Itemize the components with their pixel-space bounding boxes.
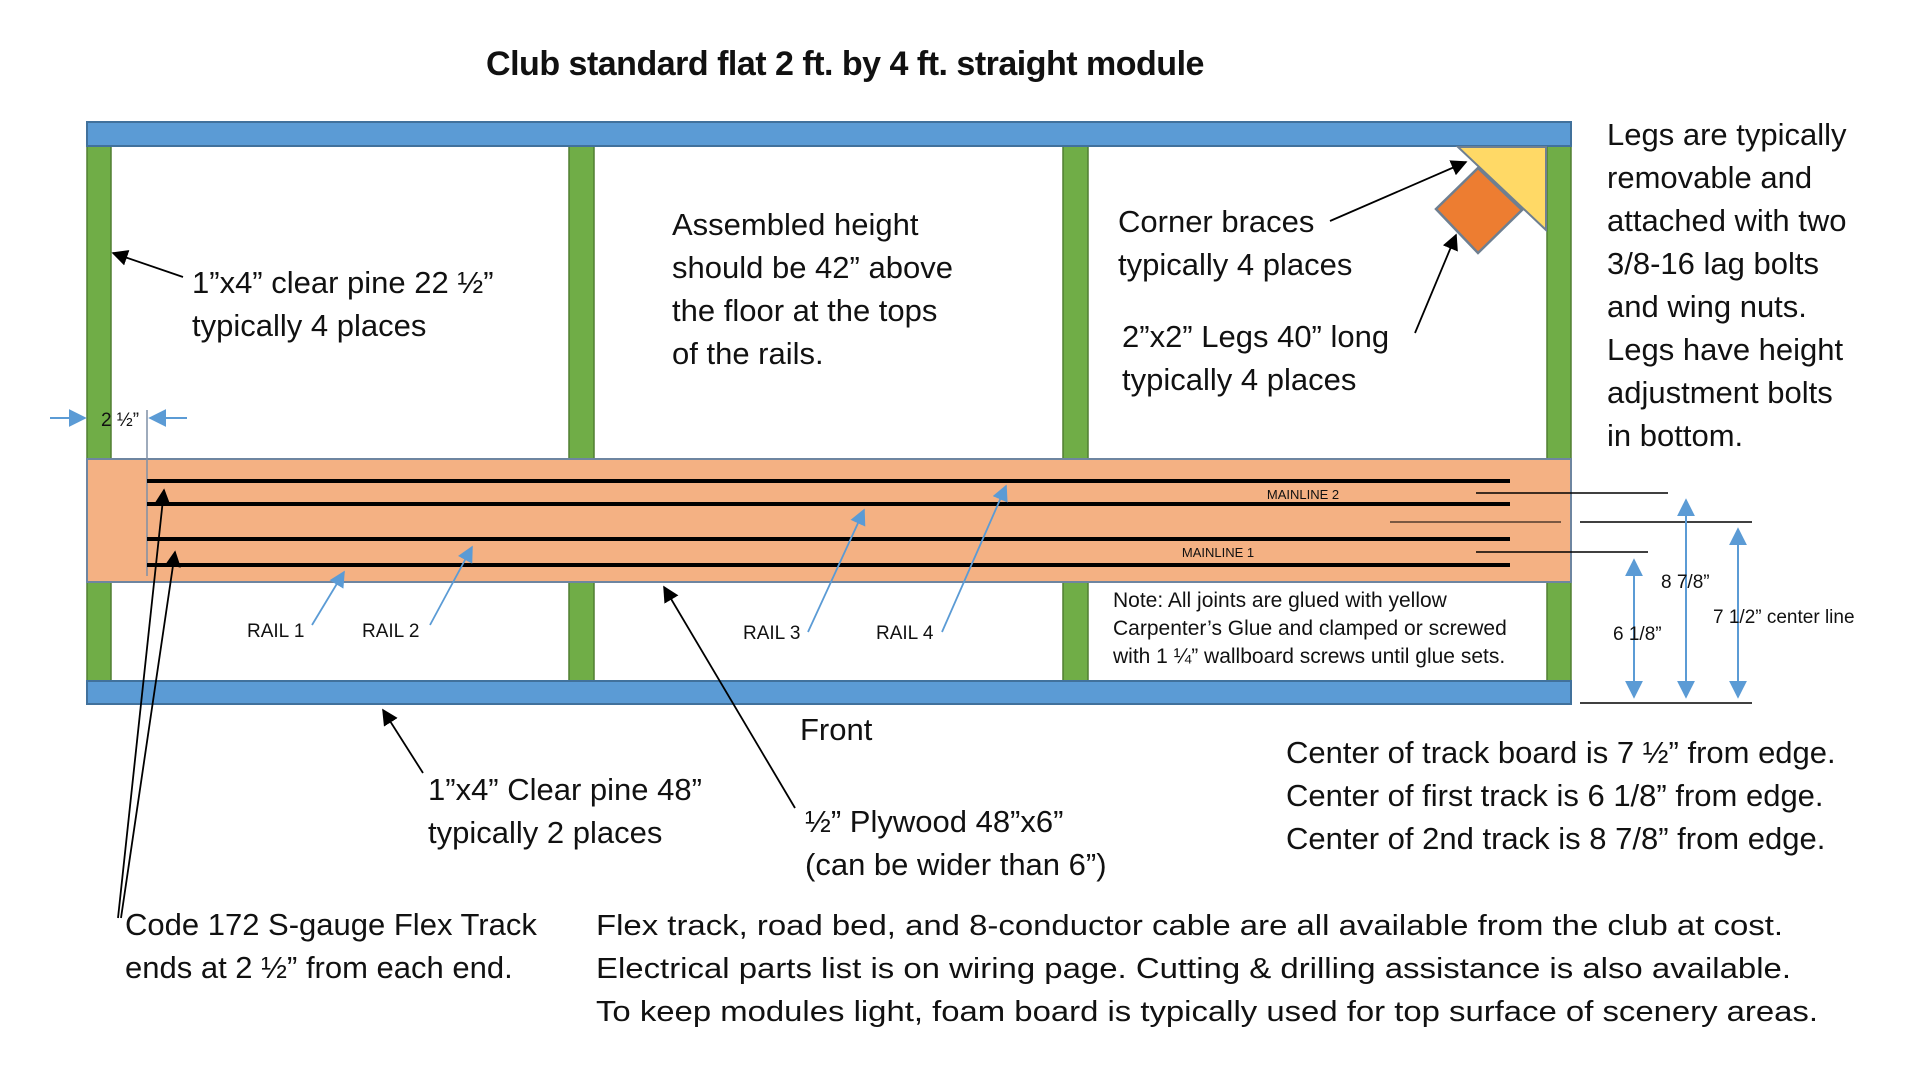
footer-line-3: To keep modules light, foam board is typ… — [596, 996, 1818, 1028]
corner-braces-line-2: typically 4 places — [1118, 247, 1352, 282]
end-rail-label: 1”x4” clear pine 22 ½” typically 4 place… — [192, 265, 502, 343]
mainline-1-label: MAINLINE 1 — [1182, 545, 1254, 560]
flex-track-pointer-1 — [117, 488, 171, 919]
side-rail-label: 1”x4” Clear pine 48” typically 2 places — [428, 772, 711, 850]
glue-note-line-1: Note: All joints are glued with yellow — [1113, 589, 1448, 612]
legs-line-2: typically 4 places — [1122, 362, 1356, 397]
back-beam — [86, 121, 1572, 147]
centers-line-1: Center of track board is 7 ½” from edge. — [1286, 735, 1836, 770]
footer-notes: Flex track, road bed, and 8-conductor ca… — [596, 910, 1818, 1028]
end-rail-label-line-2: typically 4 places — [192, 308, 426, 343]
legs-note-line-5: and wing nuts. — [1607, 289, 1807, 324]
legs-note-line-2: removable and — [1607, 160, 1812, 195]
assembled-height-line-2: should be 42” above — [672, 250, 953, 285]
rail-1-label: RAIL 1 — [247, 621, 304, 642]
corner-braces-line-1: Corner braces — [1118, 204, 1314, 239]
cross-post-2 — [568, 145, 595, 683]
legs-note-line-6: Legs have height — [1607, 332, 1844, 367]
footer-line-2: Electrical parts list is on wiring page.… — [596, 953, 1791, 985]
flex-track-label: Code 172 S-gauge Flex Track ends at 2 ½”… — [125, 907, 545, 985]
end-post-left — [86, 145, 112, 683]
legs-note: Legs are typically removable and attache… — [1607, 117, 1855, 453]
legs-note-line-1: Legs are typically — [1607, 117, 1847, 152]
rail-3-pointer — [807, 508, 866, 633]
plywood-label: ½” Plywood 48”x6” (can be wider than 6”) — [805, 804, 1107, 882]
glue-note-line-2: Carpenter’s Glue and clamped or screwed — [1113, 617, 1507, 640]
glue-note: Note: All joints are glued with yellow C… — [1112, 589, 1513, 668]
legs-line-1: 2”x2” Legs 40” long — [1122, 319, 1389, 354]
assembled-height-line-3: the floor at the tops — [672, 293, 937, 328]
corner-braces-label: Corner braces typically 4 places — [1118, 204, 1352, 282]
rail-4-label: RAIL 4 — [876, 623, 934, 644]
track-end-offset-label: 2 ½” — [101, 410, 139, 431]
end-rail-label-line-1: 1”x4” clear pine 22 ½” — [192, 265, 494, 300]
front-label: Front — [800, 712, 873, 747]
legs-note-line-7: adjustment bolts — [1607, 375, 1833, 410]
side-rail-line-2: typically 2 places — [428, 815, 662, 850]
rail-1-pointer — [311, 570, 345, 626]
leg-shape — [1434, 166, 1524, 255]
flex-track-line-1: Code 172 S-gauge Flex Track — [125, 907, 537, 942]
rail-3-label: RAIL 3 — [743, 623, 800, 644]
corner-brace-pointer — [1329, 160, 1468, 222]
leg-pointer — [1414, 233, 1458, 334]
rail-2-pointer — [429, 545, 473, 626]
assembled-height-line-1: Assembled height — [672, 207, 919, 242]
page-title: Club standard flat 2 ft. by 4 ft. straig… — [486, 45, 1204, 83]
flex-track-line-2: ends at 2 ½” from each end. — [125, 950, 513, 985]
side-rail-line-1: 1”x4” Clear pine 48” — [428, 772, 702, 807]
side-rail-pointer — [382, 708, 424, 774]
centers-note: Center of track board is 7 ½” from edge.… — [1286, 735, 1844, 856]
assembled-height-line-4: of the rails. — [672, 336, 824, 371]
legs-note-line-3: attached with two — [1607, 203, 1847, 238]
centers-line-3: Center of 2nd track is 8 7/8” from edge. — [1286, 821, 1825, 856]
flex-track-pointer-2 — [120, 550, 181, 919]
second-track-dimension-label: 8 7/8” — [1661, 572, 1710, 593]
first-track-dimension-label: 6 1/8” — [1613, 624, 1662, 645]
cross-post-3 — [1062, 145, 1089, 683]
footer-line-1: Flex track, road bed, and 8-conductor ca… — [596, 910, 1783, 942]
legs-note-line-8: in bottom. — [1607, 418, 1743, 453]
legs-note-line-4: 3/8-16 lag bolts — [1607, 246, 1819, 281]
centers-line-2: Center of first track is 6 1/8” from edg… — [1286, 778, 1824, 813]
plywood-line-2: (can be wider than 6”) — [805, 847, 1107, 882]
rail-4-pointer — [941, 484, 1008, 633]
center-line-dimension-label: 7 1/2” center line — [1713, 607, 1855, 628]
mainline-2-label: MAINLINE 2 — [1267, 487, 1339, 502]
glue-note-line-3: with 1 ¼” wallboard screws until glue se… — [1112, 645, 1505, 668]
plywood-line-1: ½” Plywood 48”x6” — [805, 804, 1063, 839]
assembled-height-note: Assembled height should be 42” above the… — [672, 207, 962, 371]
plywood-pointer — [663, 585, 796, 809]
end-post-right — [1546, 145, 1572, 683]
front-beam — [86, 680, 1572, 705]
end-rail-pointer — [111, 250, 184, 278]
legs-label: 2”x2” Legs 40” long typically 4 places — [1122, 319, 1398, 397]
corner-brace-shape — [1455, 146, 1547, 233]
rail-2-label: RAIL 2 — [362, 621, 419, 642]
